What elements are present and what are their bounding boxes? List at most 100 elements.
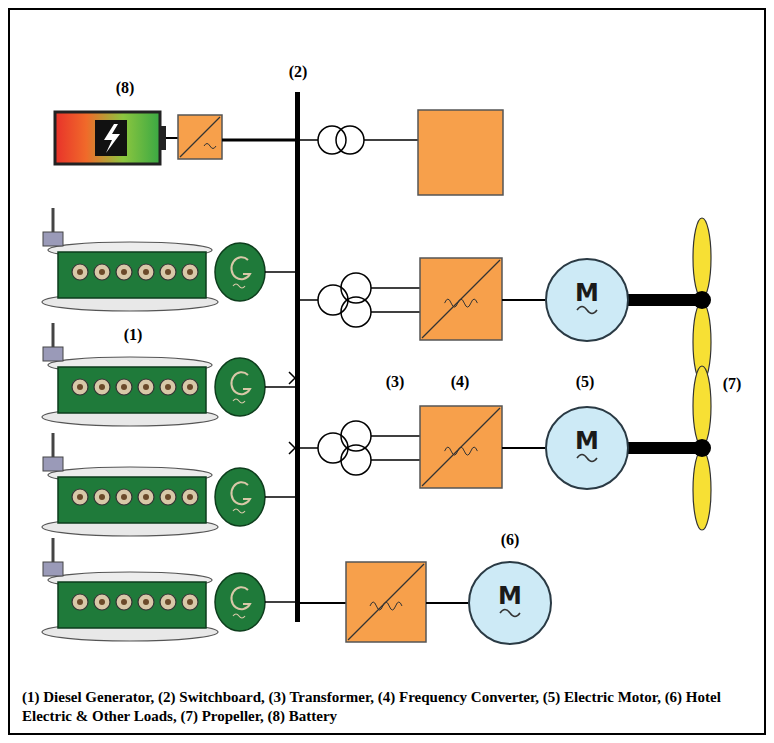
callout-number: (1) xyxy=(124,326,143,344)
turbo xyxy=(43,562,63,576)
diesel-engine xyxy=(58,252,206,298)
electric-motor: M xyxy=(545,406,629,490)
stroke xyxy=(371,459,420,461)
stroke xyxy=(77,384,83,390)
stroke xyxy=(165,599,171,605)
stroke xyxy=(121,269,127,275)
stroke xyxy=(371,287,420,289)
cylinder xyxy=(138,264,154,280)
stroke xyxy=(371,435,420,437)
stroke xyxy=(502,447,545,449)
stroke xyxy=(187,269,193,275)
motor-letter: M xyxy=(498,584,522,608)
cylinder xyxy=(72,489,88,505)
cylinder xyxy=(138,379,154,395)
frequency-converter xyxy=(420,406,502,488)
transformer xyxy=(318,433,348,463)
ac-wave xyxy=(577,307,597,314)
diesel-engine xyxy=(58,367,206,413)
propeller-blade xyxy=(693,366,711,446)
cylinder xyxy=(160,594,176,610)
diesel-engine xyxy=(58,582,206,628)
stroke xyxy=(445,299,478,307)
cylinder xyxy=(160,264,176,280)
turbo xyxy=(43,457,63,471)
frequency-converter xyxy=(346,562,426,642)
generator-symbol xyxy=(231,257,250,279)
stroke xyxy=(99,494,105,500)
turbo xyxy=(43,347,63,361)
callout-number: (7) xyxy=(723,375,742,393)
cylinder xyxy=(160,489,176,505)
stroke xyxy=(99,599,105,605)
motor-letter: M xyxy=(575,281,599,305)
stroke xyxy=(77,494,83,500)
cylinder xyxy=(182,379,198,395)
wire xyxy=(265,386,295,388)
generator xyxy=(215,468,265,526)
shaft xyxy=(628,294,700,306)
cylinder xyxy=(138,489,154,505)
load-box xyxy=(418,110,503,195)
callout-number: (8) xyxy=(116,79,135,97)
stroke xyxy=(233,614,245,618)
callout-number: (4) xyxy=(451,373,470,391)
caption: (1) Diesel Generator, (2) Switchboard, (… xyxy=(22,688,757,726)
cylinder xyxy=(94,264,110,280)
stroke xyxy=(341,421,371,451)
electric-motor: M xyxy=(545,258,629,342)
stroke xyxy=(233,284,245,288)
stroke xyxy=(165,494,171,500)
generator xyxy=(215,573,265,631)
stroke xyxy=(502,299,545,301)
stroke xyxy=(341,297,371,327)
generator xyxy=(215,243,265,301)
stroke xyxy=(300,447,318,449)
callout-number: (5) xyxy=(576,373,595,391)
stroke xyxy=(187,494,193,500)
ac-wave xyxy=(500,610,520,617)
cylinder xyxy=(116,489,132,505)
shaft xyxy=(628,442,700,454)
wire xyxy=(222,139,295,142)
battery xyxy=(55,112,166,164)
stroke xyxy=(370,602,402,610)
stroke xyxy=(99,384,105,390)
exhaust-pipe xyxy=(52,538,55,564)
generator xyxy=(215,358,265,416)
stroke xyxy=(371,311,420,313)
stroke xyxy=(143,269,149,275)
stroke xyxy=(445,447,478,455)
generator-symbol xyxy=(231,482,250,504)
transformer xyxy=(318,126,346,154)
cylinder xyxy=(94,489,110,505)
stroke xyxy=(121,599,127,605)
callout-number: (6) xyxy=(501,531,520,549)
stroke xyxy=(121,384,127,390)
stroke xyxy=(165,269,171,275)
generator-symbol xyxy=(231,372,250,394)
cylinder xyxy=(72,264,88,280)
stroke xyxy=(300,299,318,301)
wire xyxy=(265,496,295,498)
breaker-mark xyxy=(289,372,295,454)
generator-symbol xyxy=(231,587,250,609)
callout-number: (3) xyxy=(386,373,405,391)
turbo xyxy=(43,232,63,246)
motor-letter: M xyxy=(575,429,599,453)
cylinder xyxy=(182,594,198,610)
electric-motor: M xyxy=(468,561,552,645)
stroke xyxy=(143,599,149,605)
stroke xyxy=(348,564,424,640)
frame xyxy=(9,9,765,734)
converter-box xyxy=(178,115,222,159)
callout-number: (2) xyxy=(289,63,308,81)
stroke xyxy=(233,509,245,513)
stroke xyxy=(300,602,346,604)
propeller-hub xyxy=(693,291,711,309)
stroke xyxy=(143,384,149,390)
cylinder xyxy=(160,379,176,395)
exhaust-pipe xyxy=(52,433,55,459)
stroke xyxy=(422,260,500,338)
